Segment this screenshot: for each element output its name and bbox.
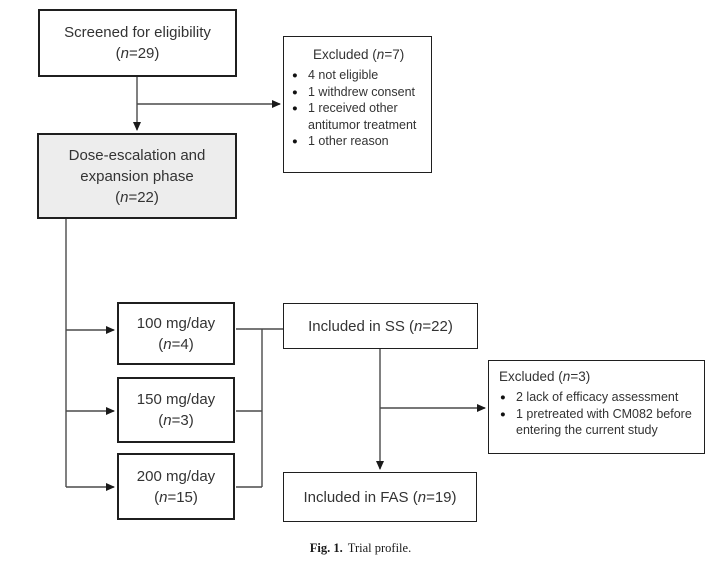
list-item: 1 pretreated with CM082 before entering … (499, 406, 698, 439)
dose-150-box: 150 mg/day (n=3) (117, 377, 235, 443)
dose-escalation-label: Dose-escalation and expansion phase (68, 146, 206, 185)
dose-200-n: (n=15) (154, 488, 198, 506)
list-item: 4 not eligible (291, 67, 427, 84)
dose-100-label: 100 mg/day (136, 314, 216, 332)
screened-n: (n=29) (115, 45, 160, 62)
included-fas-label: Included in FAS (n=19) (303, 488, 457, 506)
included-fas-box: Included in FAS (n=19) (283, 472, 477, 522)
excluded-analysis-box: Excluded (n=3) 2 lack of efficacy assess… (488, 360, 705, 454)
excluded-analysis-list: 2 lack of efficacy assessment 1 pretreat… (499, 389, 698, 439)
dose-150-label: 150 mg/day (136, 391, 216, 408)
excluded-screening-title: Excluded (n=7) (313, 47, 405, 62)
list-item: 2 lack of efficacy assessment (499, 389, 698, 406)
excluded-screening-box: Excluded (n=7) 4 not eligible 1 withdrew… (283, 36, 432, 173)
figure-caption-label: Fig. 1. (309, 541, 343, 555)
screened-box: Screened for eligibility (n=29) (38, 9, 237, 77)
dose-100-n: (n=4) (158, 335, 194, 353)
dose-escalation-n: (n=22) (115, 188, 159, 206)
excluded-analysis-title: Excluded (n=3) (499, 369, 591, 384)
excluded-screening-list: 4 not eligible 1 withdrew consent 1 rece… (291, 67, 427, 150)
dose-150-n: (n=3) (158, 412, 194, 429)
dose-escalation-box: Dose-escalation and expansion phase (n=2… (37, 133, 237, 219)
screened-label: Screened for eligibility (64, 24, 211, 41)
list-item: 1 withdrew consent (291, 84, 427, 100)
included-ss-label: Included in SS (n=22) (308, 317, 453, 335)
dose-100-box: 100 mg/day (n=4) (117, 302, 235, 365)
dose-200-label: 200 mg/day (136, 467, 216, 485)
dose-200-box: 200 mg/day (n=15) (117, 453, 235, 520)
figure-caption: Fig. 1. Trial profile. (0, 541, 721, 556)
included-ss-box: Included in SS (n=22) (283, 303, 478, 349)
figure-caption-text: Trial profile. (347, 541, 412, 555)
list-item: 1 received other antitumor treatment (291, 100, 427, 133)
list-item: 1 other reason (291, 133, 427, 150)
